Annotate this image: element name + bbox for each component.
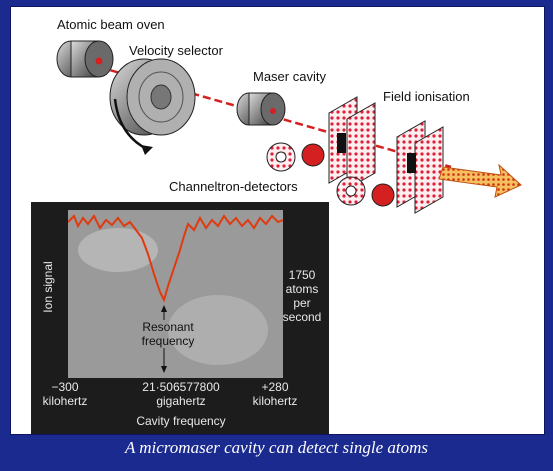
apparatus-diagram: [56, 40, 522, 214]
velocity-selector-label: Velocity selector: [129, 43, 223, 58]
beam-output-arrow: [438, 163, 522, 198]
atoms-rate-label: 1750 atoms per second: [282, 268, 322, 324]
ion-signal-trace-svg: [67, 214, 284, 373]
ion-signal-inset: Resonant frequency Ion signal 1750 atoms…: [31, 202, 329, 434]
ion-signal-trace: [67, 214, 284, 303]
ion-signal-plot-area: Resonant frequency: [67, 210, 284, 378]
channeltron-detector-lower: [336, 176, 395, 207]
atomic-beam-oven: [56, 40, 114, 78]
figure-caption: A micromaser cavity can detect single at…: [124, 438, 429, 457]
velocity-selector: [109, 58, 196, 155]
resonant-frequency-label: Resonant frequency: [141, 320, 195, 348]
x-axis-label: Cavity frequency: [136, 414, 226, 428]
field-ionisation-label: Field ionisation: [383, 89, 470, 104]
maser-cavity-label: Maser cavity: [253, 69, 326, 84]
y-axis-label: Ion signal: [41, 261, 55, 313]
field-ionisation-plates: [328, 96, 444, 214]
tick-label-center: 21·506577800 gigahertz: [142, 380, 220, 408]
maser-cavity: [236, 92, 286, 126]
tick-label-left: −300 kilohertz: [42, 380, 88, 408]
tick-label-right: +280 kilohertz: [252, 380, 298, 408]
channeltron-detectors-label: Channeltron-detectors: [169, 179, 298, 194]
oven-label: Atomic beam oven: [57, 17, 165, 32]
channeltron-detector-upper: [266, 142, 325, 172]
diagram-panel: Atomic beam oven Velocity selector Maser…: [10, 6, 545, 435]
